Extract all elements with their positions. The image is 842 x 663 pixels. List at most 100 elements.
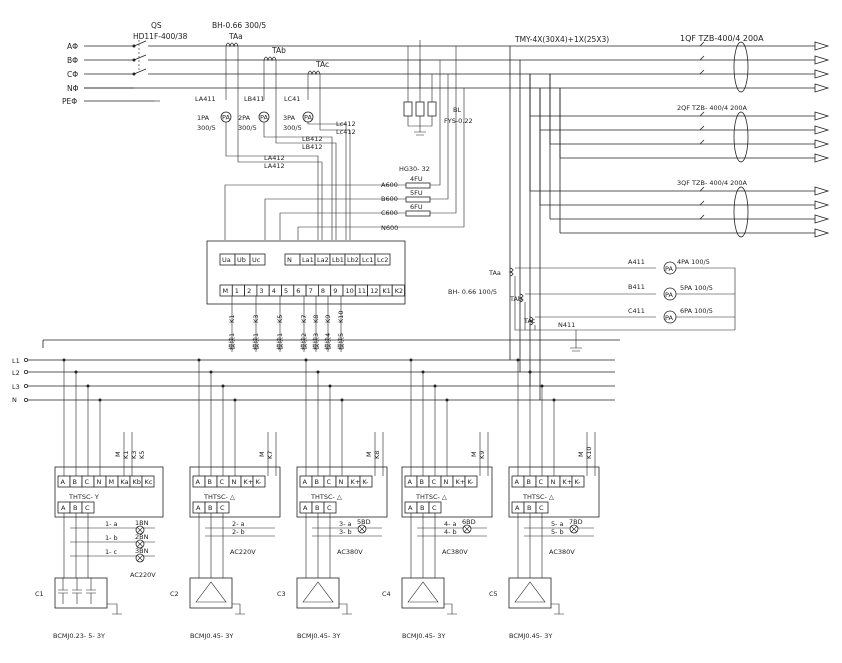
phase-b-label: BΦ <box>67 56 78 65</box>
pa1-label: 1PA <box>197 114 210 122</box>
pa3-ratio: 300/5 <box>283 124 302 132</box>
capacitor-label: C5 <box>489 590 498 598</box>
ctrl-lead-module-label: 模块4 <box>323 333 332 350</box>
lamp-label: 7BD <box>569 518 583 526</box>
switch-top-terminal-label: K- <box>256 478 263 486</box>
switch-top-terminal-label: K- <box>575 478 582 486</box>
switch-top-terminal-label: B <box>315 478 319 486</box>
switch-bottom-terminal-label: C <box>539 504 544 512</box>
switch-voltage-label: AC220V <box>230 548 256 556</box>
feeders: 1QF TZB-400/4 200A 2QF TZB- 400/4 200A 3… <box>509 34 830 400</box>
pa4-symbol: PA <box>665 265 674 273</box>
bus-cable-label: TMY-4X(30X4)+1X(25X3) <box>514 35 609 44</box>
ctrl-top-terminal-label: La1 <box>302 256 314 264</box>
switch-top-terminal-label: A <box>515 478 520 486</box>
la411-label: LA411 <box>195 95 216 103</box>
switch-top-terminal-label: N <box>339 478 344 486</box>
ctrl-top-terminal-label: Ub <box>237 256 246 264</box>
switch-control-wire <box>123 432 133 476</box>
switch-m-label: M <box>258 451 266 457</box>
right-metering: TAa TAb TAc BH- 0.66 100/5 A411 B411 C41… <box>448 258 736 352</box>
capacitor-bank <box>401 577 445 609</box>
ctrl-top-terminal-label: Lc1 <box>362 256 373 264</box>
bus-junction-dot <box>421 370 425 374</box>
switch-top-terminal <box>359 475 373 488</box>
switch-k-label: K3 <box>130 451 138 459</box>
n411-label: N411 <box>558 321 575 329</box>
bus-junction-dot <box>516 358 520 362</box>
capacitor-label: C1 <box>35 590 44 598</box>
capacitor-bank <box>189 577 233 609</box>
capacitor-symbol <box>86 578 96 604</box>
switch-top-terminal-label: A <box>61 478 66 486</box>
ctrl-bottom-terminal-label: 5 <box>284 287 288 295</box>
capacitor-bank <box>508 577 552 609</box>
signal-line-label: 4- b <box>444 528 457 536</box>
ctrl-top-terminal-label: Lb1 <box>332 256 344 264</box>
ctrl-lead-k-label: K3 <box>252 315 260 323</box>
switch-control-wire <box>479 432 489 476</box>
signal-line-label: 2- b <box>232 528 245 536</box>
qs-label: QS <box>151 21 162 30</box>
switch-top-terminal-label: K- <box>468 478 475 486</box>
bus-junction-dot <box>552 398 556 402</box>
ctrl-bottom-terminal-label: K2 <box>395 287 403 295</box>
switch-top-terminal <box>571 475 585 488</box>
switch-top-terminal-label: K- <box>363 478 370 486</box>
signal-line-label: 2- a <box>232 520 245 528</box>
ctrl-bottom-terminal-label: 7 <box>309 287 313 295</box>
feeder-1-label: 1QF TZB-400/4 200A <box>680 34 764 43</box>
switch-bottom-terminal-label: C <box>85 504 90 512</box>
switch-voltage-label: AC380V <box>549 548 575 556</box>
switch-top-terminal-label: N <box>232 478 237 486</box>
switch-bottom-terminal-label: A <box>196 504 201 512</box>
bus-junction-dot <box>528 370 532 374</box>
signal-line-label: 5- b <box>551 528 564 536</box>
ground-symbol <box>551 603 564 615</box>
bus-junction-dot <box>433 384 437 388</box>
signal-line-label: 1- b <box>105 534 118 542</box>
pa2-label: 2PA <box>238 114 251 122</box>
lb412-label-2: LB412 <box>302 143 323 151</box>
switch-model-label: THTSC- △ <box>310 493 342 501</box>
capacitor-symbol <box>72 578 82 604</box>
ctrl-top-terminal <box>374 253 391 266</box>
switch-bottom-terminal-label: C <box>432 504 437 512</box>
switch-top-terminal-label: B <box>73 478 77 486</box>
lamp-label: 6BD <box>462 518 476 526</box>
qs-model: HD11F-400/38 <box>133 32 188 41</box>
lamp-label: 5BD <box>357 518 371 526</box>
capacitor-symbol <box>58 578 68 604</box>
ctrl-bottom-terminal-label: 9 <box>333 287 337 295</box>
phase-pe-label: PEΦ <box>62 97 77 106</box>
switch-top-terminal-label: N <box>97 478 102 486</box>
ct-model-label: BH-0.66 300/5 <box>212 21 266 30</box>
bus-junction-dot <box>221 384 225 388</box>
switch-top-terminal <box>141 475 155 488</box>
right-taa-label: TAa <box>488 269 501 277</box>
bus-junction-dot <box>209 370 213 374</box>
switch-m-label: M <box>114 451 122 457</box>
switch-model-label: THTSC- △ <box>522 493 554 501</box>
fys-label: FYS-0.22 <box>444 117 473 125</box>
low-buses: L1 L2 L3 N <box>12 339 620 404</box>
switch-top-terminal-label: Kb <box>133 478 141 486</box>
switch-top-terminal-label: K+ <box>351 478 361 486</box>
switch-top-terminal-label: M <box>109 478 115 486</box>
signal-line-label: 3- a <box>339 520 352 528</box>
switch-control-wire <box>586 432 596 476</box>
bus-junction-dot <box>86 384 90 388</box>
lamp-label: 3BN <box>135 547 149 555</box>
switch-bottom-terminal-label: B <box>73 504 77 512</box>
hg-label: HG30- 32 <box>399 165 430 173</box>
ground-symbol <box>339 603 352 615</box>
capacitor-label: C2 <box>170 590 179 598</box>
switch-bottom-terminal-label: A <box>303 504 308 512</box>
ctrl-lead-k-label: K1 <box>228 315 236 323</box>
bus-junction-dot <box>304 358 308 362</box>
bus-junction-dot <box>328 384 332 388</box>
switch-top-terminal-label: B <box>527 478 531 486</box>
ctrl-top-terminal <box>249 253 266 266</box>
